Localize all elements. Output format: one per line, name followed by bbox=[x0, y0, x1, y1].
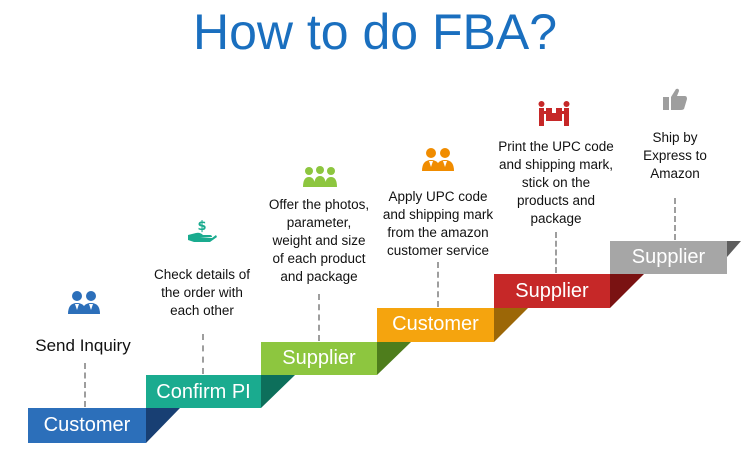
step-description-2: Check details of the order with each oth… bbox=[153, 267, 251, 318]
step-fold bbox=[727, 241, 741, 257]
step-fold bbox=[377, 342, 411, 375]
step-bar bbox=[28, 408, 146, 443]
connector-5 bbox=[555, 232, 557, 273]
step-fold bbox=[146, 408, 180, 443]
box-carry-icon bbox=[538, 101, 570, 126]
step-label-confirm-pi: Confirm PI bbox=[156, 381, 251, 403]
svg-text:$: $ bbox=[197, 219, 206, 234]
step-description-5: Print the UPC code and shipping mark, st… bbox=[498, 139, 614, 226]
page-title: How to do FBA? bbox=[192, 4, 558, 60]
people-icon bbox=[422, 148, 454, 171]
thumbs-up-icon bbox=[663, 88, 687, 110]
step-customer-1 bbox=[28, 408, 180, 443]
step-supplier-3 bbox=[610, 241, 741, 274]
people-icon bbox=[68, 291, 100, 314]
step-description-4: Apply UPC code and shipping mark from th… bbox=[382, 189, 494, 258]
step-label-supplier-3: Supplier bbox=[631, 246, 706, 268]
step-bar bbox=[377, 308, 494, 342]
connector-2 bbox=[202, 334, 204, 374]
step-label-supplier-2: Supplier bbox=[515, 280, 589, 302]
step-fold bbox=[494, 308, 528, 342]
step-customer-2 bbox=[377, 308, 528, 342]
connector-3 bbox=[318, 294, 320, 341]
step-fold bbox=[261, 375, 295, 408]
step-description-6: Ship by Express to Amazon bbox=[643, 130, 707, 181]
money-hand-icon: $ bbox=[188, 219, 217, 242]
connector-1 bbox=[84, 363, 86, 407]
step-bar bbox=[261, 342, 377, 375]
step-description-3: Offer the photos, parameter, weight and … bbox=[268, 197, 370, 284]
step-bar bbox=[494, 274, 610, 308]
step-label-customer-2: Customer bbox=[392, 313, 479, 335]
step-bar bbox=[146, 375, 261, 408]
step-label-supplier-1: Supplier bbox=[282, 347, 356, 369]
step-bar bbox=[610, 241, 727, 274]
connector-6 bbox=[674, 198, 676, 240]
step-supplier-1 bbox=[261, 342, 411, 375]
step-confirm-pi bbox=[146, 375, 295, 408]
step-supplier-2 bbox=[494, 274, 644, 308]
step-description-1: Send Inquiry bbox=[35, 336, 131, 355]
step-label-customer-1: Customer bbox=[43, 414, 131, 436]
group-icon bbox=[303, 166, 337, 187]
step-fold bbox=[610, 274, 644, 308]
connector-4 bbox=[437, 262, 439, 307]
